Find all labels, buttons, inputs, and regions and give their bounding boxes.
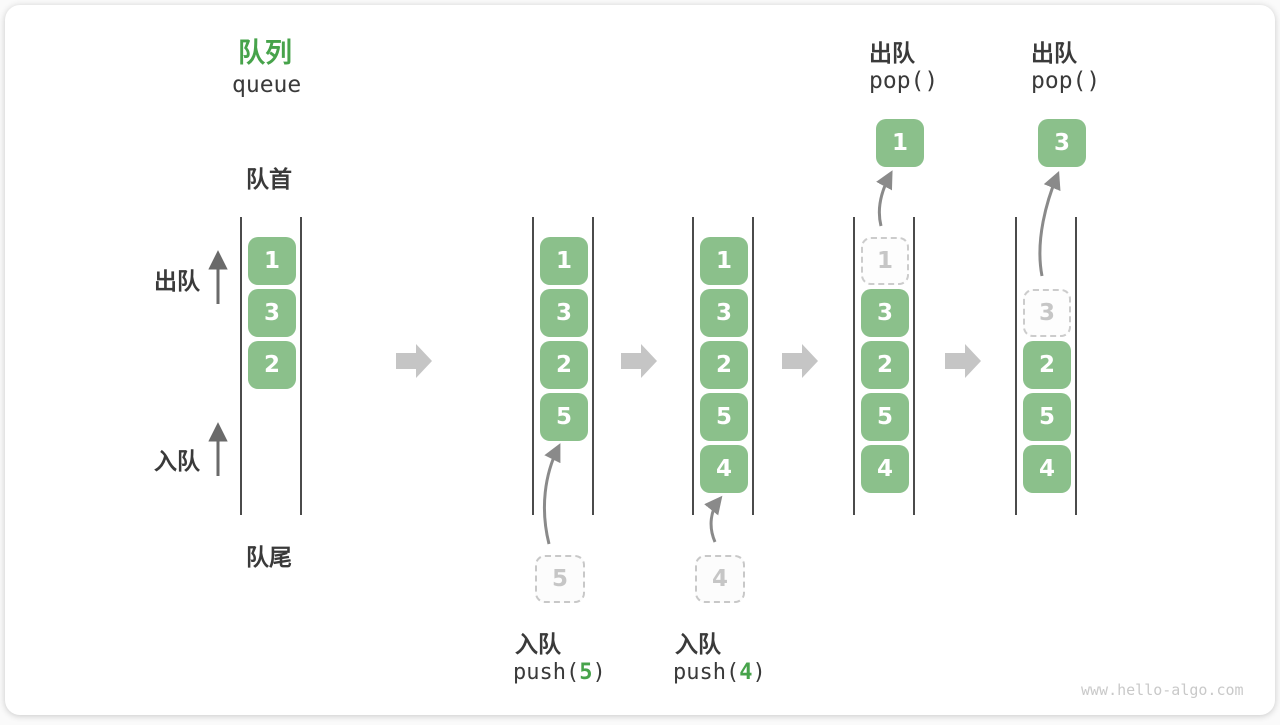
incoming-element: 5 [535, 555, 585, 603]
queue-cell: 5 [861, 393, 909, 441]
queue-cell: 2 [861, 341, 909, 389]
label-enqueue: 入队 [154, 448, 200, 474]
popped-element: 1 [876, 119, 924, 167]
queue-cell: 5 [540, 393, 588, 441]
figure-subtitle: queue [232, 72, 302, 98]
label-queue-rear: 队尾 [246, 544, 292, 570]
queue-cell: 5 [1023, 393, 1071, 441]
queue-cell-ghost: 1 [861, 237, 909, 285]
queue-rail [692, 217, 754, 515]
dequeue-op-label: 出队 [869, 40, 915, 66]
dequeue-op-code: pop() [1031, 68, 1101, 94]
incoming-element: 4 [695, 555, 745, 603]
enqueue-op-label: 入队 [515, 631, 561, 657]
queue-cell: 1 [700, 237, 748, 285]
queue-cell: 2 [248, 341, 296, 389]
code-suffix: ) [592, 660, 606, 685]
queue-cell: 5 [700, 393, 748, 441]
queue-cell: 2 [1023, 341, 1071, 389]
popped-element: 3 [1038, 119, 1086, 167]
dequeue-op-code: pop() [869, 68, 939, 94]
code-arg: 5 [579, 660, 593, 685]
queue-cell: 1 [540, 237, 588, 285]
queue-cell: 3 [700, 289, 748, 337]
queue-rail [1015, 217, 1077, 515]
queue-cell: 4 [1023, 445, 1071, 493]
queue-cell-ghost: 3 [1023, 289, 1071, 337]
figure-title: 队列 [238, 38, 292, 68]
queue-cell: 3 [861, 289, 909, 337]
code-prefix: push( [513, 660, 580, 685]
enqueue-op-code: push(5) [513, 660, 606, 685]
enqueue-op-label: 入队 [675, 631, 721, 657]
queue-rail [240, 217, 302, 515]
watermark: www.hello-algo.com [1081, 681, 1244, 699]
queue-cell: 3 [248, 289, 296, 337]
queue-rail [532, 217, 594, 515]
queue-cell: 1 [248, 237, 296, 285]
queue-cell: 4 [700, 445, 748, 493]
queue-cell: 2 [540, 341, 588, 389]
dequeue-op-label: 出队 [1031, 40, 1077, 66]
queue-cell: 4 [861, 445, 909, 493]
enqueue-op-code: push(4) [673, 660, 766, 685]
queue-cell: 3 [540, 289, 588, 337]
code-arg: 4 [739, 660, 753, 685]
queue-rail [853, 217, 915, 515]
label-dequeue: 出队 [154, 268, 200, 294]
code-suffix: ) [752, 660, 766, 685]
code-prefix: push( [673, 660, 740, 685]
label-queue-front: 队首 [246, 166, 292, 192]
queue-cell: 2 [700, 341, 748, 389]
